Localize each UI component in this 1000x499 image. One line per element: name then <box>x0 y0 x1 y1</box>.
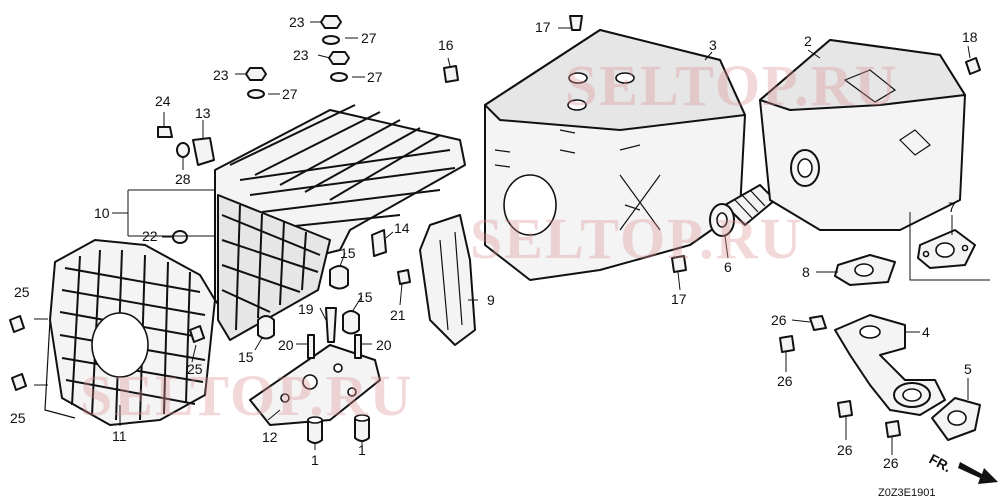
callout-12: 12 <box>262 429 278 445</box>
gasket-8 <box>834 254 896 286</box>
callout-24: 24 <box>155 93 171 109</box>
callout-25: 25 <box>187 361 203 377</box>
callout-labels: 23 27 23 27 23 27 24 13 28 10 22 14 15 1… <box>10 14 978 471</box>
watermark: SELTOP.RU <box>565 53 898 118</box>
callout-17: 17 <box>535 19 551 35</box>
exhaust-spark-arrester <box>709 184 776 237</box>
callout-10: 10 <box>94 205 110 221</box>
callout-1: 1 <box>311 452 319 468</box>
muffler-stay-plate <box>249 344 381 426</box>
front-arrow-icon <box>958 462 998 484</box>
callout-16: 16 <box>438 37 454 53</box>
callout-15: 15 <box>340 245 356 261</box>
callout-20: 20 <box>278 337 294 353</box>
callout-26: 26 <box>837 442 853 458</box>
callout-27: 27 <box>367 69 383 85</box>
muffler-cover <box>484 29 746 281</box>
watermark: SELTOP.RU <box>470 206 803 271</box>
callout-22: 22 <box>142 228 158 244</box>
callout-26: 26 <box>771 312 787 328</box>
muffler-body <box>759 39 966 231</box>
callout-14: 14 <box>394 220 410 236</box>
callout-23: 23 <box>289 14 305 30</box>
callout-26: 26 <box>777 373 793 389</box>
fastener-hardware <box>9 15 981 438</box>
muffler-protector-main <box>214 104 466 341</box>
callout-3: 3 <box>709 37 717 53</box>
front-direction-label: FR. <box>927 451 954 476</box>
leader-lines <box>34 21 971 455</box>
callout-28: 28 <box>175 171 191 187</box>
callout-18: 18 <box>962 29 978 45</box>
callout-25: 25 <box>10 410 26 426</box>
front-direction-indicator: FR. <box>927 451 998 484</box>
callout-15: 15 <box>357 289 373 305</box>
callout-20: 20 <box>376 337 392 353</box>
callout-13: 13 <box>195 105 211 121</box>
callout-27: 27 <box>282 86 298 102</box>
callout-2: 2 <box>804 33 812 49</box>
diagram-code: Z0Z3E1901 <box>878 487 935 499</box>
callout-11: 11 <box>112 428 127 444</box>
exhaust-pipe <box>834 314 946 416</box>
callout-7: 7 <box>948 199 956 215</box>
collar-left <box>307 416 323 444</box>
callout-23: 23 <box>293 47 309 63</box>
callout-19: 19 <box>298 301 314 317</box>
gasket-5 <box>931 397 981 441</box>
callout-27: 27 <box>361 30 377 46</box>
callout-25: 25 <box>14 284 30 300</box>
callout-1: 1 <box>358 442 366 458</box>
callout-15: 15 <box>238 349 254 365</box>
callout-6: 6 <box>724 259 732 275</box>
gasket-7-group <box>909 212 990 281</box>
watermark: SELTOP.RU <box>80 363 413 428</box>
callout-17: 17 <box>671 291 687 307</box>
callout-23: 23 <box>213 67 229 83</box>
callout-26: 26 <box>883 455 899 471</box>
callout-8: 8 <box>802 264 810 280</box>
callout-9: 9 <box>487 292 495 308</box>
collar-right <box>354 414 370 442</box>
callout-5: 5 <box>964 361 972 377</box>
exhaust-pipe-protector <box>419 214 476 346</box>
muffler-protector-front <box>44 239 216 426</box>
callout-4: 4 <box>922 324 930 340</box>
callout-21: 21 <box>390 307 406 323</box>
